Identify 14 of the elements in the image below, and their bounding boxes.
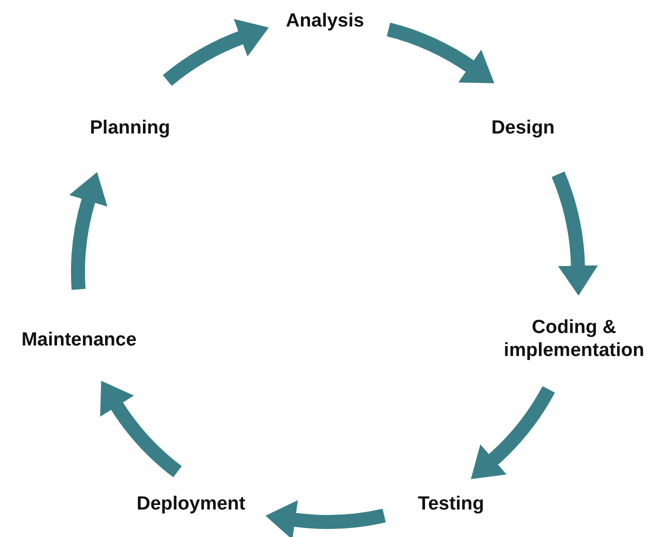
curved-arrow — [552, 172, 598, 296]
stage-label: Maintenance — [21, 330, 137, 352]
stage-label: Planning — [90, 118, 170, 140]
stage-label: Deployment — [136, 494, 246, 516]
stage-label: Analysis — [286, 10, 364, 34]
curved-arrow — [100, 381, 182, 478]
stage-label: Design — [491, 118, 555, 140]
curved-arrow — [386, 22, 496, 84]
curved-arrow — [69, 172, 108, 290]
stage-label: Testing — [418, 494, 484, 516]
stage-label: Coding & implementation — [489, 317, 651, 363]
curved-arrow — [265, 500, 386, 537]
curved-arrow — [163, 19, 268, 86]
curved-arrow — [472, 386, 555, 480]
